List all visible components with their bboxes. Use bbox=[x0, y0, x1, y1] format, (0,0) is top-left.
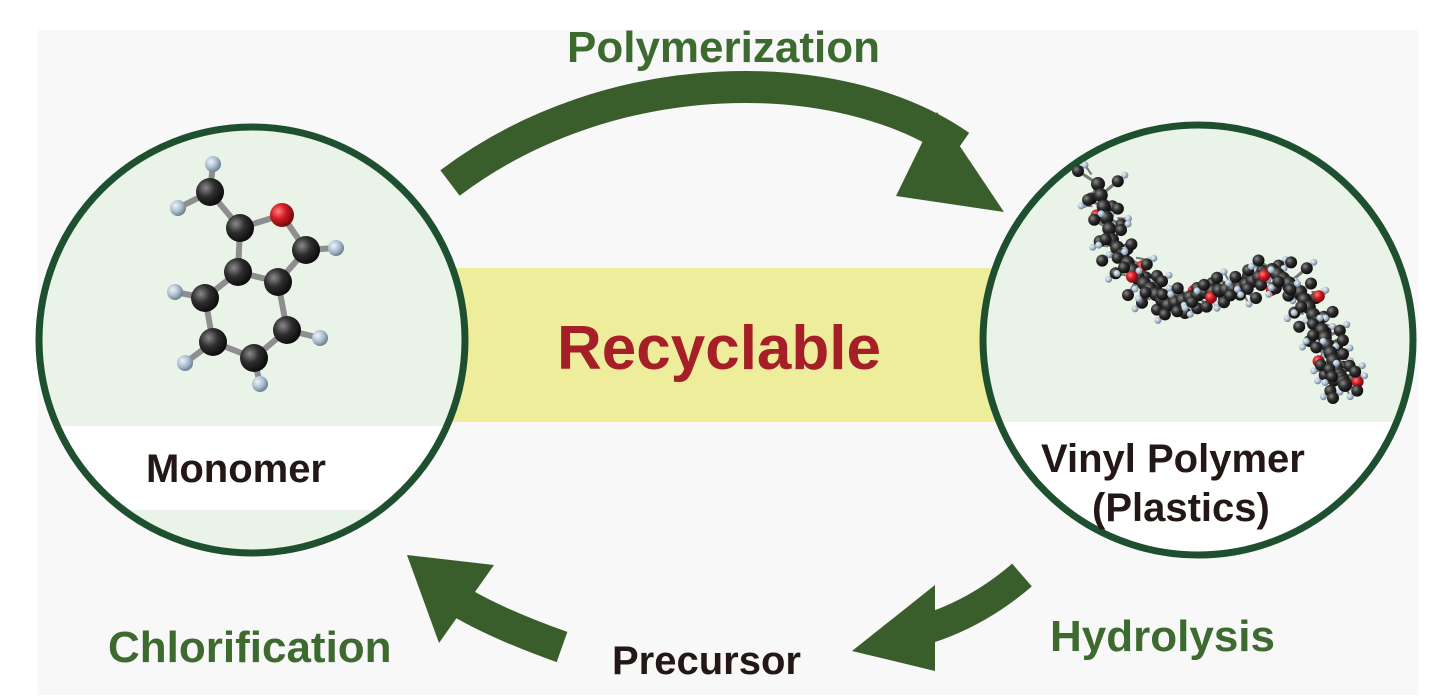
chlorification-label: Chlorification bbox=[108, 623, 392, 672]
hydrolysis-label: Hydrolysis bbox=[1050, 612, 1275, 661]
hydrolysis-arrow bbox=[852, 563, 1032, 671]
recyclable-label: Recyclable bbox=[557, 314, 881, 383]
recyclable-band bbox=[440, 268, 1010, 422]
polymerization-arrow bbox=[440, 71, 1004, 212]
monomer-label: Monomer bbox=[146, 447, 326, 491]
polymer-molecule-icon bbox=[1072, 161, 1369, 404]
precursor-label: Precursor bbox=[612, 639, 801, 683]
plastics-label: (Plastics) bbox=[1092, 486, 1270, 530]
polymerization-label: Polymerization bbox=[567, 23, 880, 72]
chlorification-arrow bbox=[407, 555, 568, 663]
monomer-molecule-icon bbox=[167, 156, 344, 392]
vinyl-polymer-label: Vinyl Polymer bbox=[1041, 437, 1305, 481]
